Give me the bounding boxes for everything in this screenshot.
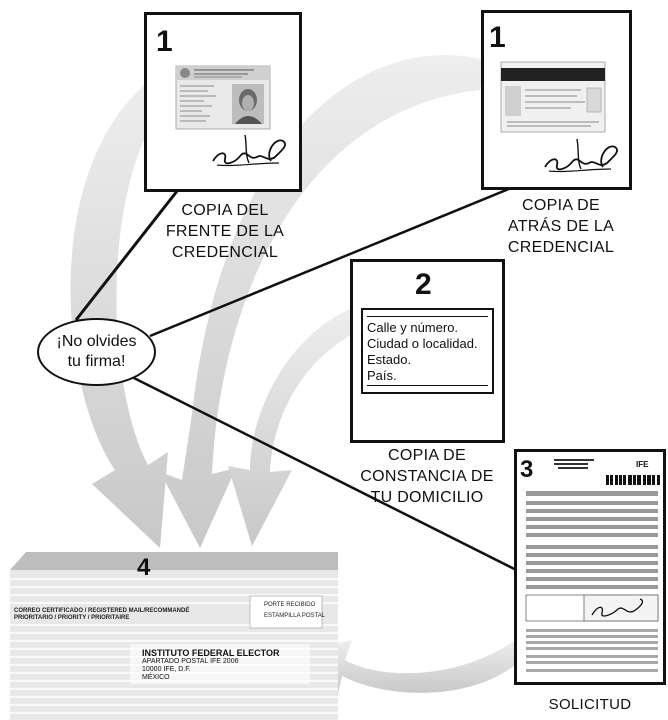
step-number: 4 (137, 554, 151, 581)
caption-line: CREDENCIAL (507, 239, 615, 256)
arrow-address-to-envelope (228, 305, 360, 546)
envelope-shape (10, 552, 338, 720)
address-line: Estado. (367, 352, 412, 367)
caption-line: CREDENCIAL (171, 244, 279, 261)
address-line: Calle y número. (367, 320, 459, 335)
id-card-back-image (500, 61, 606, 133)
recipient-line: APARTADO POSTAL IFE 2006 (142, 658, 239, 665)
postage-line: PORTE RECIBIDO (264, 602, 316, 608)
caption-line: ATRÁS DE LA (507, 218, 615, 235)
reminder-line: ¡No olvides (56, 333, 137, 350)
recipient-line: 10000 IFE, D.F. (142, 666, 191, 673)
caption-line: COPIA DE (522, 197, 600, 214)
step-number: 1 (489, 21, 506, 54)
step-number: 1 (156, 25, 173, 58)
credential-front-caption: COPIA DEL FRENTE DE LA CREDENCIAL (150, 200, 300, 263)
address-top-rule (367, 316, 488, 317)
application-form-card: 3 IFE (514, 449, 666, 685)
recipient-line: INSTITUTO FEDERAL ELECTOR (142, 648, 280, 658)
step-number: 3 (520, 456, 534, 483)
arrow-back-to-envelope (160, 55, 485, 549)
arrow-form-to-envelope (300, 640, 515, 694)
application-form-caption: SOLICITUD (548, 696, 632, 713)
caption-line: TU DOMICILIO (370, 489, 484, 506)
caption-line: COPIA DEL (181, 202, 269, 219)
proof-of-address-card: 2 Calle y número. Ciudad o localidad. Es… (350, 259, 505, 443)
step-number: 2 (415, 268, 432, 301)
application-form-image: IFE (525, 459, 660, 672)
reminder-line: tu firma! (67, 353, 126, 370)
signature-icon (212, 134, 287, 167)
address-line: País. (367, 368, 397, 383)
connector-front-signature (74, 171, 194, 321)
connector-back-signature (149, 166, 561, 338)
caption-line: FRENTE DE LA (165, 223, 285, 240)
caption-line: CONSTANCIA DE (360, 468, 494, 485)
signature-icon (544, 138, 619, 173)
caption-line: COPIA DE (388, 447, 466, 464)
arrow-front-to-envelope (70, 80, 168, 548)
id-card-front-image (175, 65, 271, 130)
recipient-line: MÉXICO (142, 674, 170, 681)
address-block: Calle y número. Ciudad o localidad. Esta… (361, 308, 494, 394)
credential-back-card: 1 (481, 10, 632, 190)
envelope: 4 CORREO CERTIFICADO / REGISTERED MAIL/R… (10, 552, 338, 720)
proof-of-address-caption: COPIA DE CONSTANCIA DE TU DOMICILIO (352, 445, 502, 508)
recipient-address: INSTITUTO FEDERAL ELECTOR APARTADO POSTA… (142, 648, 280, 682)
credential-front-card: 1 (144, 12, 302, 192)
address-line: Ciudad o localidad. (367, 336, 478, 351)
postage-line: ESTAMPILLA POSTAL (264, 613, 326, 619)
signature-reminder-bubble: ¡No olvides tu firma! (37, 318, 156, 386)
mail-class-line: PRIORITARIO / PRIORITY / PRIORITAIRE (14, 615, 130, 621)
credential-back-caption: COPIA DE ATRÁS DE LA CREDENCIAL (486, 195, 636, 258)
svg-text:IFE: IFE (636, 460, 649, 469)
mail-class-line: CORREO CERTIFICADO / REGISTERED MAIL/REC… (14, 608, 190, 614)
address-bottom-rule (367, 385, 488, 386)
